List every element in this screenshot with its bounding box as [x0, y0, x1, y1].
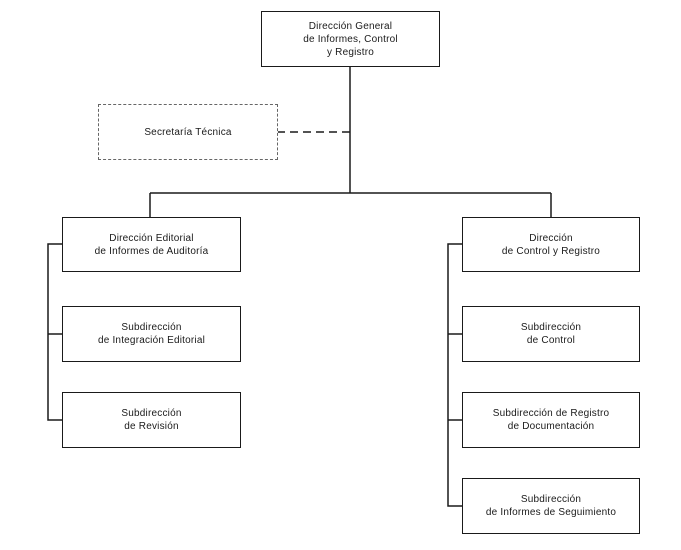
- right-child-1-line-2: de Control: [526, 335, 576, 346]
- right-children-connector: [447, 243, 462, 507]
- left-child-2-line-1: Subdirección: [121, 408, 182, 419]
- right-child-node-1: Subdirección de Control: [462, 306, 640, 362]
- left-child-2-line-2: de Revisión: [124, 421, 179, 432]
- right-child-3-line-1: Subdirección: [520, 494, 582, 505]
- left-head-line-1: Dirección Editorial: [109, 232, 194, 244]
- right-child-3-line-2: de Informes de Seguimiento: [485, 507, 617, 518]
- right-child-node-3: Subdirección de Informes de Seguimiento: [462, 478, 640, 534]
- root-node-line-1: Dirección General: [308, 20, 393, 32]
- right-head-line-2: de Control y Registro: [501, 245, 601, 257]
- root-node-line-3: y Registro: [326, 46, 374, 58]
- root-node-line-2: de Informes, Control: [303, 33, 398, 45]
- right-child-2-line-1: Subdirección de Registro: [492, 408, 610, 419]
- left-head-line-2: de Informes de Auditoría: [94, 245, 209, 257]
- left-branch-head-node: Dirección Editorial de Informes de Audit…: [62, 217, 241, 272]
- right-child-2-line-2: de Documentación: [507, 421, 595, 432]
- staff-node-label: Secretaría Técnica: [144, 126, 232, 138]
- right-head-line-1: Dirección: [529, 232, 573, 244]
- right-child-1-line-1: Subdirección: [520, 322, 582, 333]
- left-child-node-2: Subdirección de Revisión: [62, 392, 241, 448]
- left-child-node-1: Subdirección de Integración Editorial: [62, 306, 241, 362]
- root-node: Dirección General de Informes, Control y…: [261, 11, 440, 67]
- staff-node: Secretaría Técnica: [98, 104, 278, 160]
- right-child-node-2: Subdirección de Registro de Documentació…: [462, 392, 640, 448]
- left-child-1-line-2: de Integración Editorial: [97, 335, 206, 346]
- right-branch-head-node: Dirección de Control y Registro: [462, 217, 640, 272]
- left-children-connector: [47, 243, 62, 421]
- left-child-1-line-1: Subdirección: [121, 322, 182, 333]
